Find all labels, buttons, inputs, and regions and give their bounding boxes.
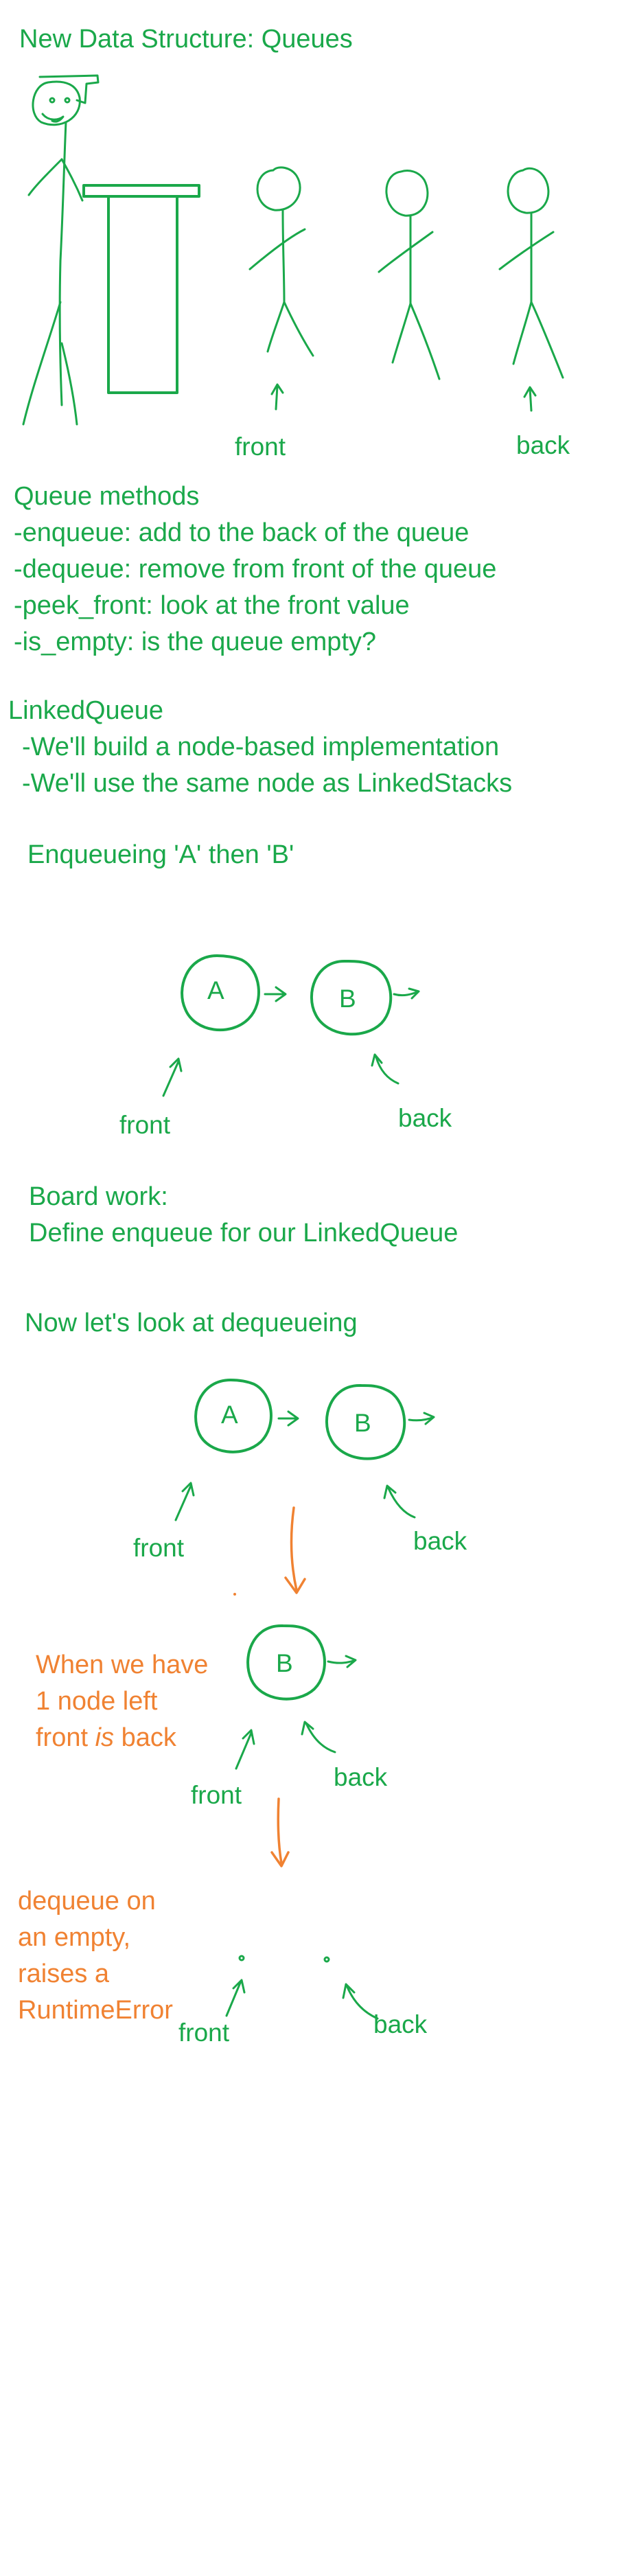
note-line: dequeue on bbox=[18, 1887, 156, 1916]
note-line: 1 node left bbox=[36, 1687, 158, 1716]
back-pointer-arrow bbox=[301, 1721, 336, 1753]
one-node-diagram bbox=[235, 1624, 357, 1770]
node-b-circle bbox=[310, 959, 393, 1036]
linked-queue-heading: LinkedQueue bbox=[8, 696, 164, 725]
linked-queue-item: -We'll use the same node as LinkedStacks bbox=[22, 769, 513, 798]
note-text: back bbox=[114, 1723, 176, 1752]
methods-heading: Queue methods bbox=[14, 482, 200, 511]
node-a-label: A bbox=[207, 976, 224, 1004]
note-line: an empty, bbox=[18, 1923, 131, 1952]
note-line: RuntimeError bbox=[18, 1996, 173, 2025]
node-a-circle bbox=[181, 954, 260, 1032]
back-pointer-arrow bbox=[371, 1053, 399, 1085]
note-line: raises a bbox=[18, 1959, 110, 1988]
transition-arrow-1 bbox=[284, 1506, 306, 1594]
back-label: back bbox=[516, 431, 570, 459]
back-label: back bbox=[373, 2010, 428, 2038]
node-b-label: B bbox=[339, 985, 356, 1013]
back-pointer-arrow bbox=[342, 1983, 379, 2020]
board-work-heading: Board work: bbox=[29, 1182, 168, 1211]
node-b-circle bbox=[325, 1383, 406, 1460]
front-label: front bbox=[191, 1781, 242, 1809]
node-a-circle bbox=[194, 1379, 273, 1453]
front-label: front bbox=[235, 433, 286, 461]
front-pointer-arrow bbox=[162, 1057, 183, 1097]
b-next-arrow bbox=[327, 1655, 357, 1668]
node-b-circle bbox=[246, 1624, 326, 1701]
b-next-arrow bbox=[393, 987, 420, 1000]
note-line: When we have bbox=[36, 1651, 209, 1679]
method-item: -enqueue: add to the back of the queue bbox=[14, 518, 470, 547]
method-item: -peek_front: look at the front value bbox=[14, 591, 410, 620]
board-work-task: Define enqueue for our LinkedQueue bbox=[29, 1219, 459, 1247]
back-label: back bbox=[334, 1763, 388, 1791]
stick-person-back bbox=[498, 167, 564, 379]
enqueue-heading: Enqueueing 'A' then 'B' bbox=[27, 840, 294, 869]
method-item: -dequeue: remove from front of the queue bbox=[14, 555, 497, 584]
stick-person-middle bbox=[378, 170, 441, 380]
back-arrow bbox=[523, 386, 537, 412]
front-label: front bbox=[178, 2019, 230, 2047]
empty-marker-back bbox=[323, 1956, 330, 1963]
stick-person-front bbox=[248, 166, 314, 357]
front-pointer-arrow bbox=[225, 1979, 246, 2017]
note-text: front bbox=[36, 1723, 95, 1752]
podium bbox=[82, 184, 200, 394]
b-next-arrow bbox=[408, 1412, 435, 1425]
front-label: front bbox=[119, 1111, 171, 1139]
linked-queue-item: -We'll build a node-based implementation bbox=[22, 733, 500, 761]
page-title: New Data Structure: Queues bbox=[19, 25, 353, 54]
back-label: back bbox=[413, 1527, 467, 1555]
enqueue-diagram bbox=[162, 954, 420, 1097]
teacher-figure bbox=[22, 74, 100, 426]
front-label: front bbox=[133, 1534, 185, 1562]
link-arrow-a-to-b bbox=[277, 1410, 299, 1427]
dequeue-diagram bbox=[174, 1379, 435, 1521]
dequeue-heading: Now let's look at dequeueing bbox=[25, 1309, 358, 1337]
note-emphasis: is bbox=[95, 1723, 115, 1752]
orange-dot bbox=[233, 1593, 236, 1596]
node-b-label: B bbox=[354, 1409, 371, 1437]
transition-arrow-2 bbox=[270, 1797, 290, 1867]
front-arrow bbox=[270, 383, 284, 411]
empty-queue-diagram bbox=[225, 1955, 379, 2020]
node-b-label: B bbox=[276, 1649, 293, 1677]
empty-marker-front bbox=[238, 1955, 245, 1962]
back-label: back bbox=[398, 1104, 452, 1132]
back-pointer-arrow bbox=[383, 1484, 416, 1519]
front-pointer-arrow bbox=[174, 1482, 195, 1521]
note-line: front is back bbox=[36, 1722, 176, 1755]
front-pointer-arrow bbox=[235, 1729, 255, 1770]
link-arrow-a-to-b bbox=[264, 986, 287, 1002]
method-item: -is_empty: is the queue empty? bbox=[14, 628, 377, 656]
node-a-label: A bbox=[221, 1401, 238, 1429]
